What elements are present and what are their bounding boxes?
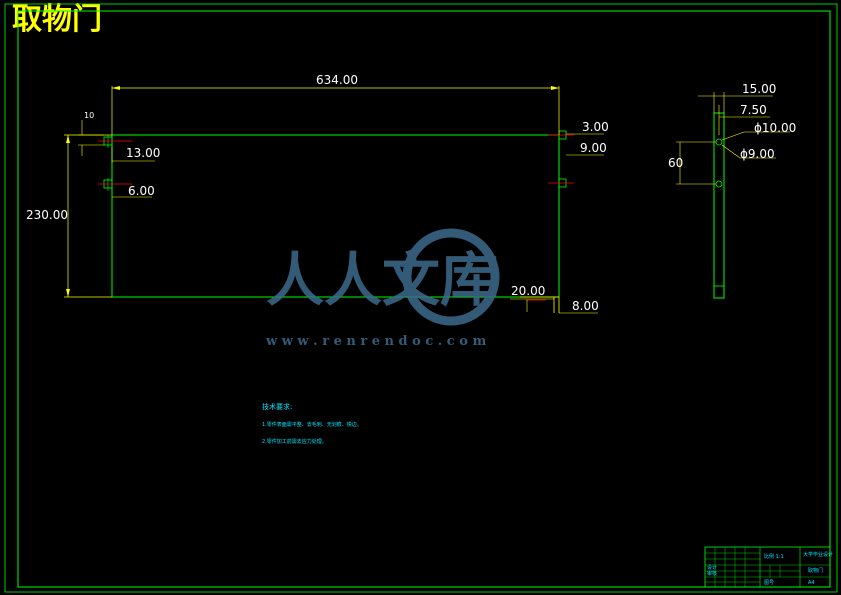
dim-15: 15.00: [698, 82, 776, 113]
dim-height-230: 230.00: [26, 134, 112, 298]
notes-line-2: 2.零件加工前需去应力处理。: [262, 438, 327, 445]
dim-label-20: 20.00: [511, 284, 545, 298]
right-hinge-top: [548, 130, 574, 140]
dim-label-7-5: 7.50: [740, 103, 767, 117]
dim-6: 6.00: [112, 184, 155, 198]
dim-label-dia10: ϕ10.00: [754, 121, 796, 135]
dim-9: 9.00: [566, 141, 607, 156]
tb-school: 大学毕业设计: [803, 551, 833, 558]
bottom-right-detail: [520, 296, 560, 313]
left-hinge-top: [98, 135, 132, 148]
dim-label-230: 230.00: [26, 208, 68, 222]
tb-drawing-no: 图号: [764, 580, 774, 586]
dim-width-634: 634.00: [111, 73, 560, 135]
side-view-plate: [713, 112, 725, 299]
notes-heading: 技术要求:: [262, 402, 292, 411]
dim-label-13: 13.00: [126, 146, 160, 160]
dim-7-5: 7.50: [718, 103, 770, 135]
dim-label-634: 634.00: [316, 73, 358, 87]
dim-8: 8.00: [559, 299, 599, 314]
dim-20: 20.00: [510, 284, 554, 312]
dim-label-9: 9.00: [580, 141, 607, 155]
dim-label-15: 15.00: [742, 82, 776, 96]
tb-part-name: 取物门: [808, 567, 823, 574]
dim-60: 60: [668, 141, 716, 185]
title-block: 比例 1:1 大学毕业设计 取物门 设计 审核 图号 A4: [704, 546, 833, 588]
left-hinge-bottom: [98, 178, 132, 191]
tech-notes: 技术要求: 1.零件表面需平整、去毛刺、无划痕、锐边。 2.零件加工前需去应力处…: [262, 402, 362, 445]
watermark: 人人文库 w w w . r e n r e n d o c . c o m: [265, 228, 500, 349]
watermark-chars: 人人文库: [266, 246, 498, 314]
side-hole-bottom: [715, 180, 723, 188]
dim-label-3: 3.00: [582, 120, 609, 134]
side-hole-top: [715, 138, 723, 146]
front-view-plate: [111, 134, 560, 298]
tb-checker: 审核: [707, 570, 717, 577]
dim-13: 13.00: [111, 146, 160, 163]
inner-frame: [17, 10, 831, 588]
dim-label-10: 10: [84, 111, 94, 120]
dim-3: 3.00: [566, 120, 609, 135]
dim-label-6: 6.00: [128, 184, 155, 198]
watermark-url: w w w . r e n r e n d o c . c o m: [265, 334, 486, 349]
tb-sheet: A4: [808, 580, 815, 586]
outer-frame: [4, 3, 838, 593]
notes-line-1: 1.零件表面需平整、去毛刺、无划痕、锐边。: [262, 421, 362, 428]
dim-dia10: ϕ10.00: [721, 121, 796, 141]
right-hinge-bottom: [548, 178, 574, 188]
dim-label-60: 60: [668, 156, 683, 170]
tb-scale: 比例 1:1: [764, 553, 784, 560]
dim-label-dia9: ϕ9.00: [740, 147, 775, 161]
dim-10: 10: [78, 111, 104, 156]
dim-dia9: ϕ9.00: [721, 144, 776, 161]
tb-designer: 设计: [707, 564, 717, 571]
watermark-circle: [402, 228, 500, 326]
dim-label-8: 8.00: [572, 299, 599, 313]
drawing-title: 取物门: [12, 2, 102, 37]
